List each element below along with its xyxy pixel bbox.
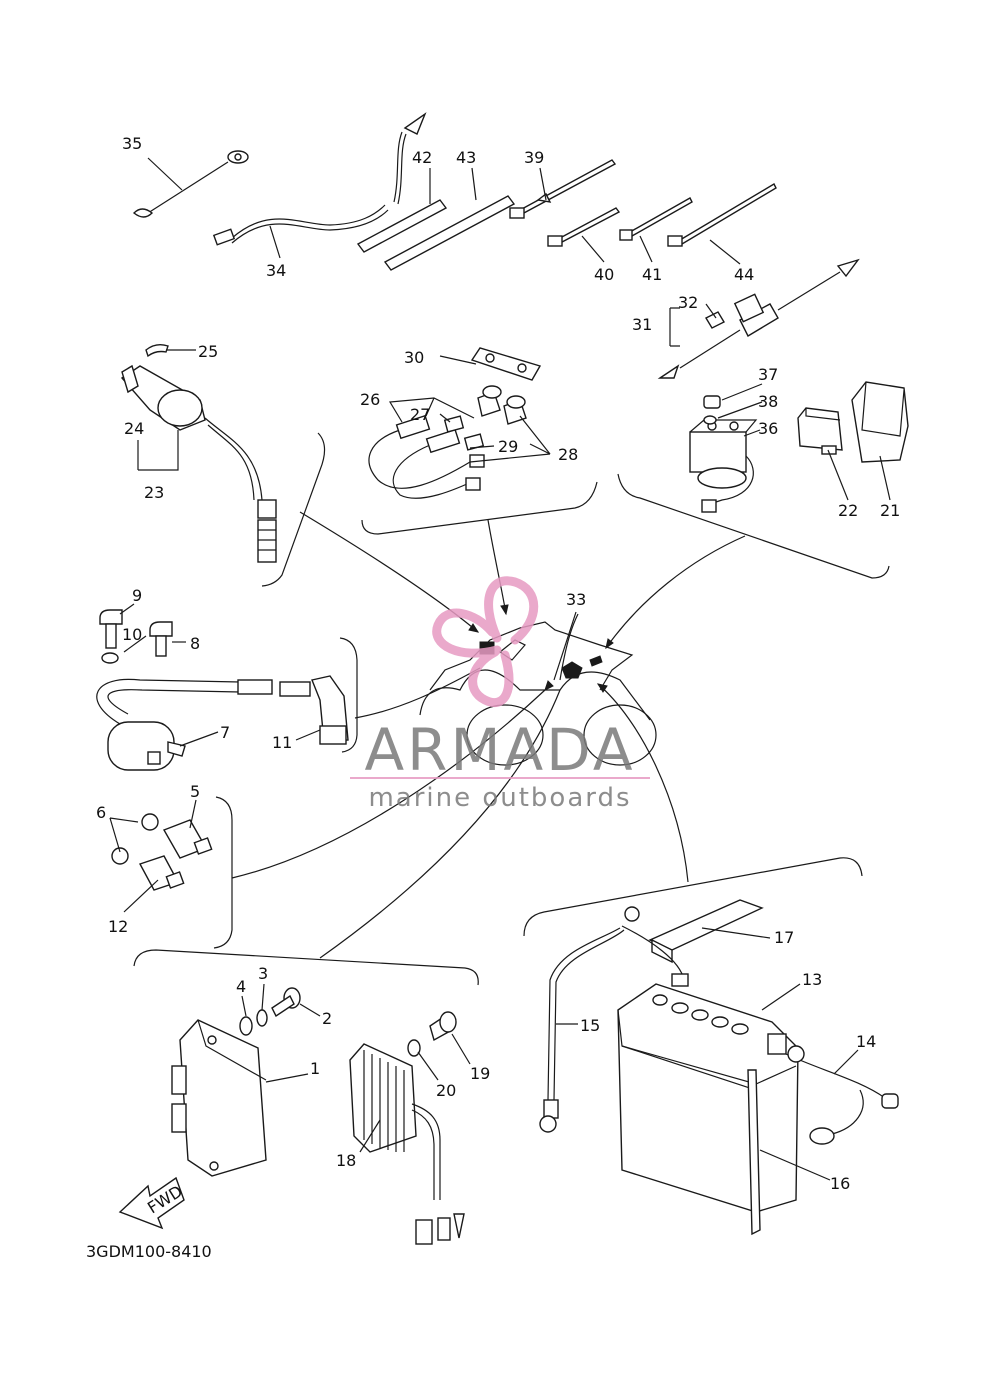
label-40: 40 bbox=[594, 265, 614, 284]
label-38: 38 bbox=[758, 392, 778, 411]
label-10: 10 bbox=[122, 625, 142, 644]
label-37: 37 bbox=[758, 365, 778, 384]
part-2-bolt bbox=[271, 987, 301, 1018]
part-44-cable-tie bbox=[667, 183, 777, 247]
label-15: 15 bbox=[580, 1016, 600, 1035]
label-30: 30 bbox=[404, 348, 424, 367]
part-number-labels: 35 34 42 43 39 40 41 44 32 31 25 30 26 2… bbox=[86, 134, 900, 1261]
part-37-nut bbox=[703, 395, 721, 409]
label-23: 23 bbox=[144, 483, 164, 502]
label-17: 17 bbox=[774, 928, 794, 947]
label-2: 2 bbox=[322, 1009, 332, 1028]
label-leaders bbox=[109, 157, 891, 1181]
part-31-fuse-holder bbox=[657, 258, 860, 379]
part-19-bolt bbox=[429, 1011, 457, 1042]
propeller-logo-icon bbox=[432, 576, 539, 708]
part-36-starter-relay bbox=[689, 419, 758, 513]
label-7: 7 bbox=[220, 723, 230, 742]
part-41-cable-tie bbox=[619, 197, 693, 241]
part-12-sensor bbox=[111, 847, 185, 891]
watermark-brand: ARMADA bbox=[364, 716, 635, 784]
label-12: 12 bbox=[108, 917, 128, 936]
part-7-ignition-coil bbox=[96, 678, 311, 771]
part-35-lead-wire bbox=[132, 150, 249, 218]
label-31: 31 bbox=[632, 315, 652, 334]
label-11: 11 bbox=[272, 733, 292, 752]
label-34: 34 bbox=[266, 261, 286, 280]
label-21: 21 bbox=[880, 501, 900, 520]
label-13: 13 bbox=[802, 970, 822, 989]
label-4: 4 bbox=[236, 977, 246, 996]
label-39: 39 bbox=[524, 148, 544, 167]
label-8: 8 bbox=[190, 634, 200, 653]
label-16: 16 bbox=[830, 1174, 850, 1193]
part-43-band bbox=[383, 195, 516, 271]
part-22-relay bbox=[797, 407, 843, 455]
part-42-band bbox=[356, 199, 448, 253]
vehicle-silhouette bbox=[419, 621, 657, 766]
part-38-washer bbox=[703, 415, 717, 425]
part-20-washer bbox=[407, 1039, 421, 1057]
label-6: 6 bbox=[96, 803, 106, 822]
group-brackets bbox=[133, 432, 890, 986]
part-17-battery-band bbox=[648, 899, 764, 964]
leader-lines bbox=[231, 511, 746, 959]
part-40-cable-tie bbox=[547, 207, 621, 247]
watermark-tagline: marine outboards bbox=[368, 783, 631, 813]
part-3-washer bbox=[256, 1009, 268, 1027]
part-5-sensor bbox=[141, 813, 213, 859]
part-18-rectifier-regulator bbox=[349, 1043, 465, 1245]
label-19: 19 bbox=[470, 1064, 490, 1083]
label-20: 20 bbox=[436, 1081, 456, 1100]
label-3: 3 bbox=[258, 964, 268, 983]
label-22: 22 bbox=[838, 501, 858, 520]
label-25: 25 bbox=[198, 342, 218, 361]
part-9-bolt bbox=[99, 609, 123, 649]
label-43: 43 bbox=[456, 148, 476, 167]
label-44: 44 bbox=[734, 265, 754, 284]
label-35: 35 bbox=[122, 134, 142, 153]
label-5: 5 bbox=[190, 782, 200, 801]
part-8-bolt bbox=[149, 621, 173, 657]
label-42: 42 bbox=[412, 148, 432, 167]
part-1-cdi-unit bbox=[171, 1019, 267, 1177]
part-14-breather-hose bbox=[785, 1045, 899, 1145]
label-1: 1 bbox=[310, 1059, 320, 1078]
diagram-code: 3GDM100-8410 bbox=[86, 1242, 212, 1261]
label-28: 28 bbox=[558, 445, 578, 464]
part-30-plate bbox=[470, 347, 542, 381]
part-34-wire-harness bbox=[212, 112, 427, 246]
part-28-boot bbox=[477, 385, 527, 425]
label-18: 18 bbox=[336, 1151, 356, 1170]
label-26: 26 bbox=[360, 390, 380, 409]
part-16-vent-tube bbox=[747, 1069, 761, 1236]
label-9: 9 bbox=[132, 586, 142, 605]
part-15-battery-cable bbox=[539, 906, 689, 1133]
label-14: 14 bbox=[856, 1032, 876, 1051]
forward-arrow-icon: FWD bbox=[118, 1176, 186, 1230]
label-41: 41 bbox=[642, 265, 662, 284]
part-21-cover bbox=[851, 381, 909, 463]
label-29: 29 bbox=[498, 437, 518, 456]
part-39-cable-tie bbox=[509, 159, 617, 219]
part-23-plug-cap bbox=[120, 343, 277, 563]
part-10-washer bbox=[101, 652, 119, 664]
part-13-battery bbox=[617, 983, 799, 1213]
armada-watermark: ARMADA marine outboards bbox=[350, 576, 650, 813]
label-27: 27 bbox=[410, 405, 430, 424]
label-32: 32 bbox=[678, 293, 698, 312]
label-33: 33 bbox=[566, 590, 586, 609]
label-36: 36 bbox=[758, 419, 778, 438]
part-4-washer bbox=[239, 1016, 253, 1036]
part-26-wire-lead bbox=[368, 414, 485, 499]
part-27-terminal bbox=[443, 415, 485, 451]
label-24: 24 bbox=[124, 419, 144, 438]
part-11-plug-cap bbox=[311, 675, 349, 745]
